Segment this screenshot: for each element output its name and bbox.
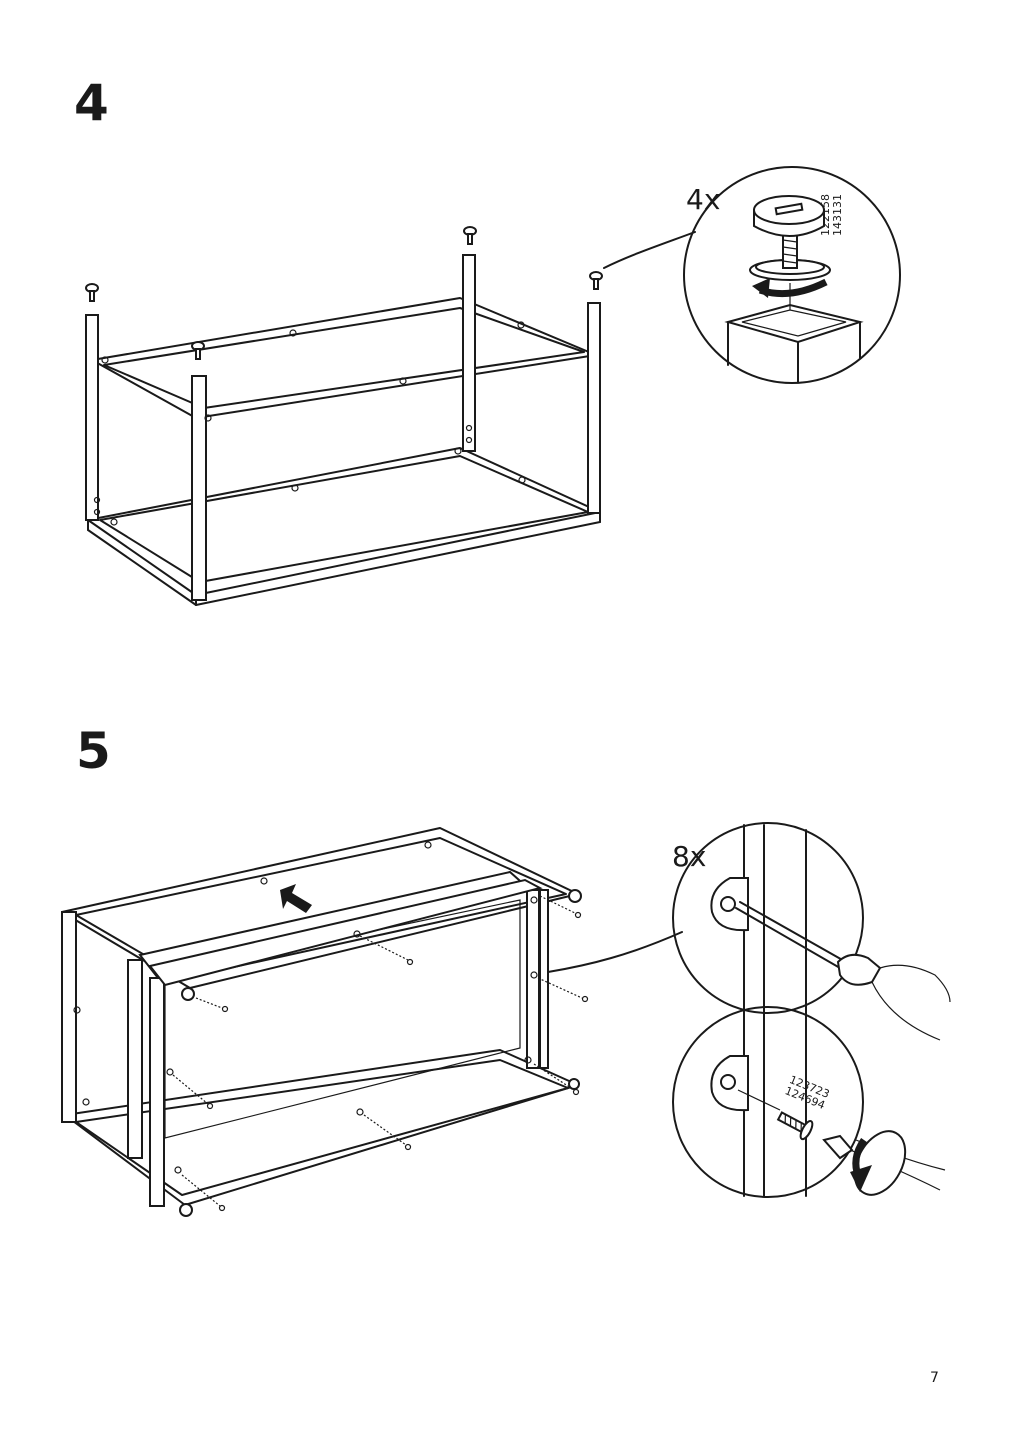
glides [85,226,603,360]
detail-callout-step-4 [603,166,901,384]
detail-callout-step-5 [547,822,951,1198]
step-4-illustration [85,166,901,606]
step-4-number: 4 [74,74,109,132]
frame-step-5 [61,827,589,1217]
arrow-icon [280,884,312,913]
step-5-number: 5 [76,722,111,780]
page-number: 7 [930,1370,939,1386]
frame-step-4 [85,254,601,606]
